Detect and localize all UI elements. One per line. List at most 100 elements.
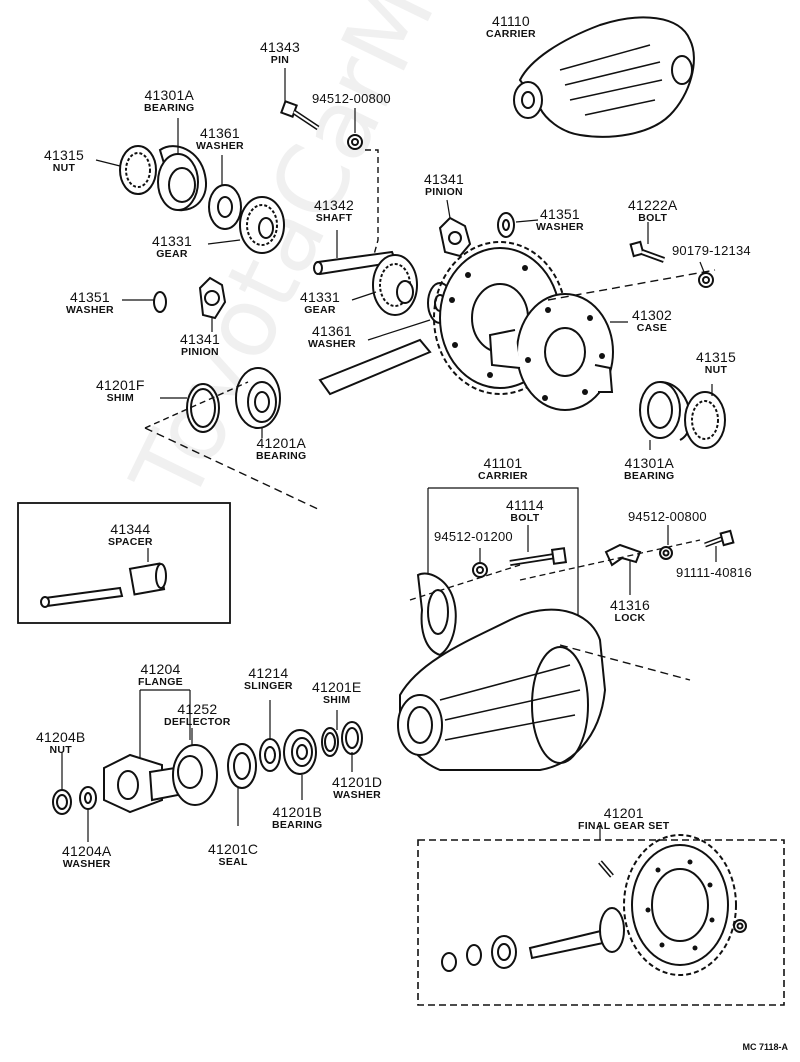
- label-91111-40816: 91111-40816: [676, 566, 752, 579]
- label-41341-pinion-low: 41341 PINION: [180, 332, 220, 358]
- label-41252-deflector: 41252 DEFLECTOR: [164, 702, 231, 728]
- part-number: 41343: [260, 39, 300, 55]
- part-name: BOLT: [510, 512, 540, 524]
- part-name: BEARING: [256, 450, 307, 462]
- part-number: 41331: [152, 233, 192, 249]
- carrier-41101-drawing: [397, 487, 691, 771]
- label-41302-case: 41302 CASE: [632, 308, 672, 334]
- part-name: SHIM: [106, 392, 135, 404]
- carrier-bolt-drawing: [409, 525, 568, 601]
- part-number: 94512-00800: [628, 509, 707, 524]
- left-diff-stack-drawing: [95, 118, 285, 254]
- part-number: 41301A: [624, 455, 674, 471]
- part-name: NUT: [49, 744, 72, 756]
- part-number: 41315: [696, 349, 736, 365]
- part-number: 41204A: [62, 843, 112, 859]
- part-number: 41201E: [312, 679, 362, 695]
- flange-stack-drawing: [52, 689, 363, 842]
- part-name: WASHER: [62, 858, 111, 870]
- label-41201a-bearing: 41201A BEARING: [256, 436, 307, 462]
- label-94512-01200: 94512-01200: [434, 530, 513, 543]
- part-name: CARRIER: [478, 470, 528, 482]
- part-name: FINAL GEAR SET: [578, 820, 670, 832]
- label-41204-flange: 41204 FLANGE: [138, 662, 183, 688]
- label-41341-pinion-top: 41341 PINION: [424, 172, 464, 198]
- part-name: PINION: [424, 186, 463, 198]
- part-number: 41201: [603, 805, 644, 821]
- part-number: 41201F: [96, 377, 145, 393]
- label-41343-pin: 41343 PIN: [260, 40, 300, 66]
- part-name: BOLT: [638, 212, 668, 224]
- part-name: SHAFT: [315, 212, 353, 224]
- part-name: WASHER: [333, 789, 382, 801]
- label-94512-00800-top: 94512-00800: [312, 92, 391, 105]
- label-41331-gear-left: 41331 GEAR: [152, 234, 192, 260]
- part-name: SLINGER: [244, 680, 293, 692]
- part-number: 41204: [140, 661, 181, 677]
- part-name: PINION: [180, 346, 219, 358]
- part-number: 41110: [492, 13, 530, 29]
- bolt-41222a-drawing: [629, 222, 714, 288]
- label-41351-washer-left: 41351 WASHER: [66, 290, 114, 316]
- label-41201d-washer: 41201D WASHER: [332, 775, 382, 801]
- part-number: 41114: [506, 497, 544, 513]
- part-number: 41331: [300, 289, 340, 305]
- label-41342-shaft: 41342 SHAFT: [314, 198, 354, 224]
- label-41315-nut-right: 41315 NUT: [696, 350, 736, 376]
- label-90179-12134: 90179-12134: [672, 244, 751, 257]
- part-name: SEAL: [218, 856, 248, 868]
- part-number: 41302: [632, 307, 672, 323]
- part-name: LOCK: [614, 612, 646, 624]
- part-number: 41101: [483, 455, 523, 471]
- part-name: WASHER: [536, 221, 584, 233]
- label-41351-washer-right: 41351 WASHER: [536, 207, 584, 233]
- part-name: CARRIER: [486, 28, 536, 40]
- part-number: 41361: [199, 125, 240, 141]
- label-41344-spacer: 41344 SPACER: [108, 522, 153, 548]
- part-name: PIN: [270, 54, 290, 66]
- part-number: 91111-40816: [676, 565, 752, 580]
- part-name: BEARING: [272, 819, 323, 831]
- part-number: 41222A: [628, 197, 678, 213]
- part-number: 41351: [69, 289, 110, 305]
- part-number: 41301A: [144, 87, 194, 103]
- part-name: SPACER: [108, 536, 153, 548]
- part-number: 41316: [610, 597, 650, 613]
- part-name: FLANGE: [138, 676, 183, 688]
- label-41201c-seal: 41201C SEAL: [208, 842, 258, 868]
- spacer-inset-drawing: [17, 502, 231, 624]
- lock-assembly-drawing: [519, 525, 735, 595]
- part-name: WASHER: [308, 338, 356, 350]
- label-41316-lock: 41316 LOCK: [610, 598, 650, 624]
- nut-94512-top-drawing: [347, 108, 379, 263]
- part-number: 41344: [110, 521, 151, 537]
- part-name: NUT: [52, 162, 76, 174]
- left-pinion-drawing: [122, 276, 227, 332]
- part-number: 41361: [311, 323, 352, 339]
- label-94512-00800-right: 94512-00800: [628, 510, 707, 523]
- part-number: 41342: [314, 197, 354, 213]
- part-number: 41201D: [332, 774, 383, 790]
- label-41110-carrier: 41110 CARRIER: [486, 14, 536, 40]
- part-name: NUT: [704, 364, 728, 376]
- part-number: 41214: [248, 665, 289, 681]
- label-41301a-bearing-top: 41301A BEARING: [144, 88, 195, 114]
- label-41114-bolt: 41114 BOLT: [506, 498, 544, 524]
- pin-41343-drawing: [280, 68, 320, 131]
- part-number: 41252: [177, 701, 218, 717]
- label-41201-final-gear-set: 41201 FINAL GEAR SET: [578, 806, 670, 832]
- right-diff-stack-drawing: [639, 381, 726, 450]
- part-name: GEAR: [156, 248, 188, 260]
- pinion-top-drawing: [438, 199, 539, 258]
- part-number: 41341: [180, 331, 220, 347]
- part-number: 41315: [44, 147, 84, 163]
- part-number: 94512-00800: [312, 91, 391, 106]
- part-number: 41341: [424, 171, 464, 187]
- part-name: BEARING: [624, 470, 675, 482]
- label-41301a-bearing-right: 41301A BEARING: [624, 456, 675, 482]
- diagram-reference-code: MC 7118-A: [742, 1042, 788, 1052]
- final-gear-set-drawing: [417, 825, 785, 1006]
- part-name: BEARING: [144, 102, 195, 114]
